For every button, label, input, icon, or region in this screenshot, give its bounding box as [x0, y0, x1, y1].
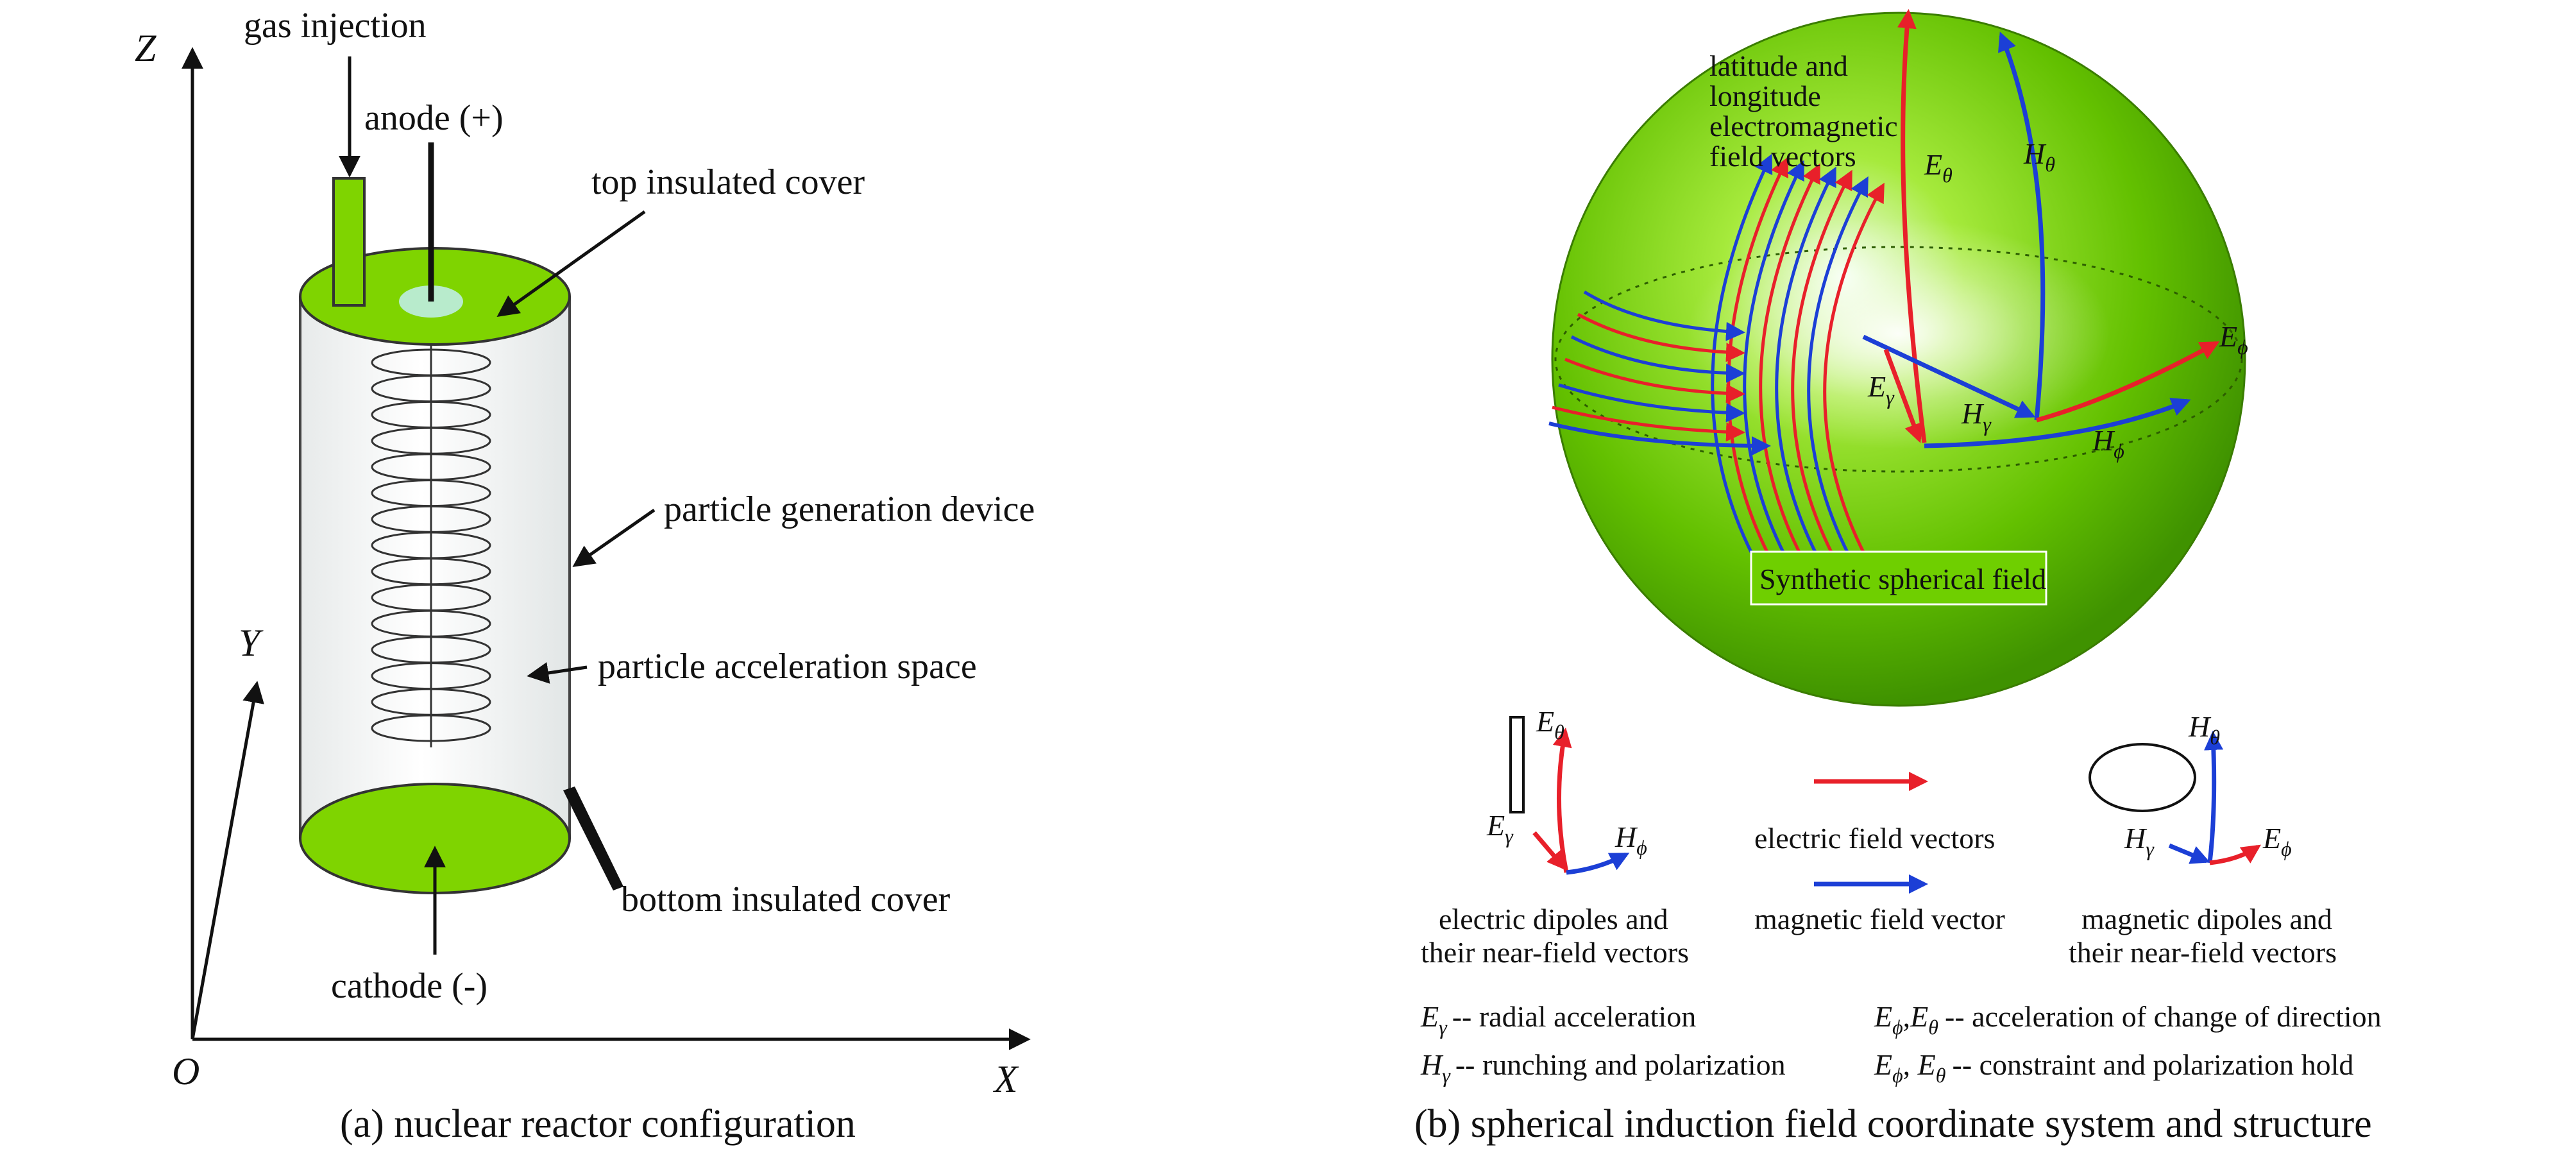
field-lines — [1548, 153, 1885, 566]
mdipole-e-phi-label: Eϕ — [2262, 822, 2292, 860]
top-cover-label: top insulated cover — [591, 162, 865, 202]
h-gamma-label: Hγ — [1961, 397, 1992, 436]
x-axis-label: X — [993, 1058, 1019, 1100]
definition-e-gamma: Eγ-- radial acceleration — [1420, 1000, 1696, 1039]
particle-device-label: particle generation device — [664, 489, 1035, 529]
magnetic-dipole-caption-line1: magnetic dipoles and — [2081, 903, 2332, 935]
dipole-e-theta-vector — [1552, 728, 1572, 873]
top-cover-arrow — [496, 210, 646, 317]
h-phi-vector — [1924, 398, 2191, 448]
mdipole-h-gamma-label: Hγ — [2124, 822, 2155, 860]
electric-dipole-caption-line1: electric dipoles and — [1439, 903, 1668, 935]
latlon-label-line1: latitude and — [1709, 49, 1848, 82]
panel-a: Z Y X O gas injection anode (+) top insu… — [135, 6, 1035, 1146]
y-axis-label: Y — [239, 622, 264, 664]
accel-space-label: particle acceleration space — [598, 647, 977, 686]
coil-turn — [371, 714, 491, 742]
panel-a-caption: (a) nuclear reactor configuration — [340, 1102, 856, 1146]
electric-dipole-diagram: Eθ Eγ Hϕ — [1486, 705, 1647, 875]
anode-label: anode (+) — [364, 98, 504, 138]
origin-label: O — [172, 1050, 199, 1093]
legend-magnetic-label: magnetic field vector — [1754, 903, 2005, 935]
e-theta-label: Eθ — [1924, 148, 1953, 187]
definition-e-phi-e-theta-constraint: Eϕ, Eθ-- constraint and polarization hol… — [1874, 1048, 2353, 1087]
gas-injection-label: gas injection — [244, 6, 427, 46]
mdipole-h-theta-label: Hθ — [2188, 710, 2220, 749]
parallel-line-blue — [1548, 421, 1771, 455]
h-theta-label: Hθ — [2023, 137, 2055, 176]
magnetic-dipole-loop — [2089, 743, 2196, 812]
dipole-h-phi-label: Hϕ — [1614, 821, 1647, 859]
definition-h-gamma: Hγ-- runching and polarization — [1420, 1048, 1786, 1087]
latlon-label-line2: longitude — [1709, 80, 1821, 112]
parallel-line-blue — [1583, 290, 1745, 341]
electric-dipole-plate — [1509, 716, 1525, 813]
e-theta-vector — [1897, 9, 1927, 443]
magnetic-dipole-caption-line2: their near-field vectors — [2069, 936, 2337, 969]
magnetic-dipole-diagram: Hθ Hγ Eϕ — [2089, 710, 2292, 865]
sphere-label: Synthetic spherical field — [1759, 563, 2046, 595]
e-phi-vector — [2036, 341, 2220, 423]
latlon-label-line4: field vectors — [1709, 140, 1856, 173]
dipole-e-gamma-vector — [1532, 831, 1566, 871]
h-phi-label: Hϕ — [2092, 424, 2124, 463]
meridian-line-blue — [1807, 176, 1868, 566]
dipole-e-theta-label: Eθ — [1536, 705, 1564, 744]
h-gamma-vector — [1862, 334, 2036, 418]
meridian-line-blue — [1775, 166, 1836, 566]
panel-b: latitude and longitude electromagnetic f… — [1414, 9, 2382, 1146]
cylinder-body — [300, 296, 570, 838]
dipole-e-gamma-label: Eγ — [1486, 809, 1514, 847]
e-gamma-vector — [1883, 348, 1923, 443]
e-gamma-label: Eγ — [1867, 370, 1895, 409]
accel-space-arrow — [527, 662, 588, 684]
parallel-line-red — [1552, 405, 1745, 442]
definition-e-phi-e-theta-direction: Eϕ,Eθ-- acceleration of change of direct… — [1874, 1000, 2382, 1039]
mdipole-h-theta-vector — [2204, 731, 2224, 864]
equator-line — [1554, 246, 2243, 473]
particle-device-arrow — [572, 508, 656, 567]
e-phi-label: Eϕ — [2219, 320, 2248, 359]
parallel-line-blue — [1570, 335, 1745, 383]
h-theta-vector — [1997, 31, 2046, 421]
legend-electric-label: electric field vectors — [1754, 822, 1995, 855]
z-axis-label: Z — [135, 27, 157, 69]
latlon-label-line3: electromagnetic — [1709, 110, 1898, 142]
meridian-line-red — [1791, 169, 1852, 566]
parallel-line-blue — [1558, 383, 1745, 423]
sphere-label-box — [1750, 550, 2047, 606]
meridian-line-red — [1759, 163, 1820, 566]
dipole-h-phi-vector — [1566, 852, 1630, 875]
gas-injection-pipe — [332, 177, 366, 307]
parallel-line-red — [1577, 312, 1745, 362]
bottom-cover-pointer — [563, 787, 623, 890]
mdipole-e-phi-vector — [2209, 844, 2261, 865]
bottom-cover-label: bottom insulated cover — [621, 880, 951, 919]
electric-dipole-caption-line2: their near-field vectors — [1421, 936, 1689, 969]
y-axis — [191, 681, 264, 1040]
panel-b-caption: (b) spherical induction field coordinate… — [1414, 1102, 2372, 1146]
mdipole-h-gamma-vector — [2168, 843, 2210, 864]
parallel-line-red — [1564, 357, 1745, 404]
meridian-line-red — [1823, 182, 1885, 566]
cathode-label: cathode (-) — [331, 966, 487, 1006]
